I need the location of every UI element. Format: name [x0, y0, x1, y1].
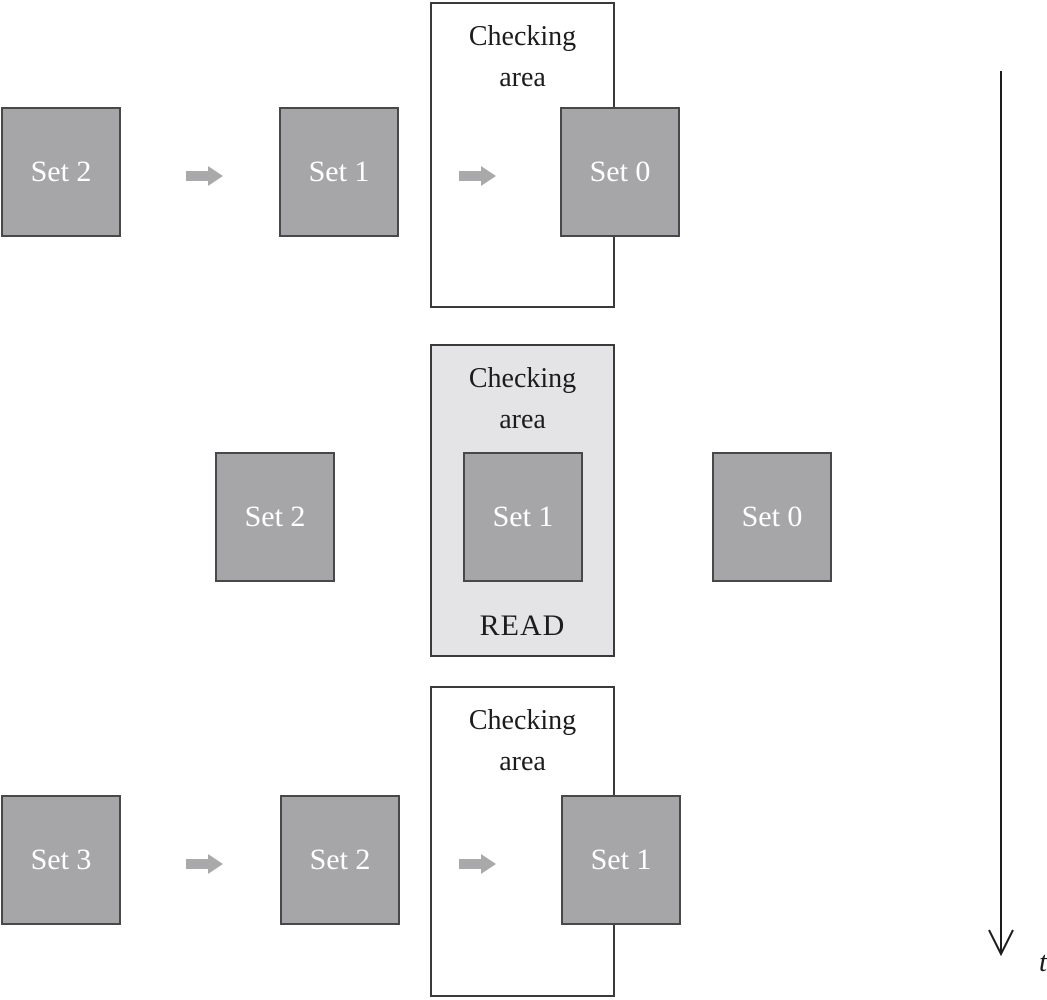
- arrow-shaft: [459, 171, 481, 181]
- checking-area-label: Checking area: [468, 21, 577, 93]
- arrow-head: [208, 854, 223, 874]
- right-arrow-icon: [186, 854, 223, 874]
- right-arrow-icon: [186, 166, 223, 186]
- set-box: Set 3: [1, 795, 121, 925]
- arrow-shaft: [186, 859, 208, 869]
- set-box-label: Set 1: [492, 500, 554, 533]
- set-box: Set 2: [1, 107, 121, 237]
- right-arrow-icon: [459, 854, 496, 874]
- set-box: Set 2: [280, 795, 400, 925]
- set-box: Set 2: [215, 452, 335, 582]
- arrow-head: [481, 166, 496, 186]
- set-box: Set 1: [279, 107, 399, 237]
- set-box-label: Set 3: [30, 843, 92, 876]
- time-axis-label: t: [1038, 946, 1047, 978]
- set-box: Set 1: [561, 795, 681, 925]
- set-box-label: Set 2: [309, 843, 371, 876]
- set-box-label: Set 1: [308, 155, 370, 188]
- right-arrow-icon: [459, 166, 496, 186]
- set-box-label: Set 0: [589, 155, 651, 188]
- arrow-shaft: [186, 171, 208, 181]
- set-box-label: Set 2: [30, 155, 92, 188]
- set-box-label: Set 0: [741, 500, 803, 533]
- set-box: Set 0: [712, 452, 832, 582]
- checking-area-label: Checking area: [468, 705, 577, 777]
- arrow-shaft: [459, 859, 481, 869]
- set-box-label: Set 1: [590, 843, 652, 876]
- arrow-head: [481, 854, 496, 874]
- time-axis-arrow-icon: [988, 71, 1014, 957]
- checking-area-label: Checking area: [468, 363, 577, 435]
- set-box: Set 0: [560, 107, 680, 237]
- set-box: Set 1: [463, 452, 583, 582]
- set-box-label: Set 2: [244, 500, 306, 533]
- read-state-label: READ: [479, 609, 566, 642]
- arrow-head: [208, 166, 223, 186]
